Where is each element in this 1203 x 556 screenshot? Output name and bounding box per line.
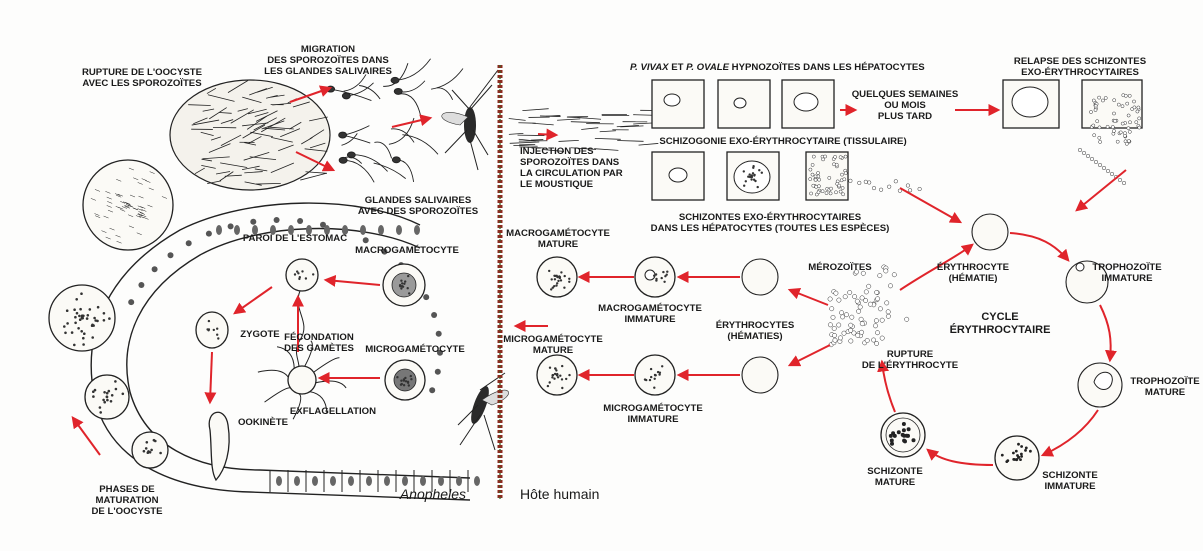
macrogametocyte-mosquito [383,264,425,306]
label-anopheles: Anopheles [399,486,466,502]
label-microgametocyte: MICROGAMÉTOCYTE [365,343,465,355]
mosquito-top-icon [442,70,498,170]
erythrocytic-cycle [881,214,1122,480]
hypnozoite-hepatocytes [652,80,834,128]
label-merozoites: MÉROZOÏTES [808,261,872,273]
relapse-hepatocytes [1003,80,1142,185]
schizonte-immature-cell [995,436,1039,480]
erythrocyte-top [742,259,778,295]
exo-erythrocytic-schizogony [652,152,921,200]
macrogametocyte-immature [635,257,675,297]
microgametocyte-mosquito [385,360,425,400]
merozoites-cluster [828,265,909,347]
label-macrogametocyte: MACROGAMÉTOCYTE [355,244,459,256]
salivary-glands [327,59,463,183]
oocyst-maturation-phases [49,160,173,468]
label-paroi: PAROI DE L'ESTOMAC [243,233,347,244]
label-erythrocyte: ÉRYTHROCYTE(HÉMATIE) [937,261,1010,284]
label-exflagellation: EXFLAGELLATION [290,406,376,417]
oocyst-young [132,432,168,468]
ookinete-cell [209,412,229,480]
erythrocyte-cell [972,214,1008,250]
erythrocyte-bottom [742,357,778,393]
label-zygote: ZYGOTE [240,329,280,340]
label-schizogonie: SCHIZOGONIE EXO-ÉRYTHROCYTAIRE (TISSULAI… [659,135,906,147]
label-ookinete: OOKINÈTE [238,416,289,428]
label-erythrocytes: ÉRYTHROCYTES(HÉMATIES) [716,319,795,342]
zygote-cell [196,312,228,348]
label-hypnozoites: P. VIVAX ET P. OVALE HYPNOZOÏTES DANS LE… [630,61,925,73]
label-hote: Hôte humain [520,486,599,502]
fertilisation-cell [286,259,318,375]
